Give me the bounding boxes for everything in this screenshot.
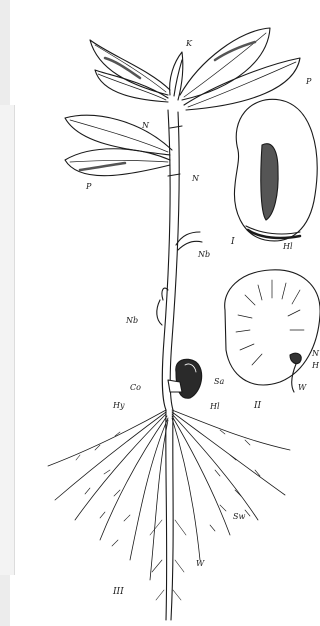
label-p-top: P [306, 78, 311, 86]
label-k: K [186, 40, 192, 48]
label-nb-upper: Nb [198, 251, 210, 259]
label-sw: Sw [233, 513, 245, 521]
label-hy: Hy [113, 402, 125, 410]
label-w-seedling: W [196, 560, 204, 568]
middle-left-leaves [65, 115, 172, 175]
label-h-seed: H [312, 362, 319, 370]
label-sa: Sa [214, 378, 224, 386]
upper-left-leaves [90, 40, 170, 102]
upper-right-leaves [180, 28, 300, 110]
label-n-lower: N [192, 175, 199, 183]
seed-figure-i [234, 99, 317, 241]
label-n-seed: N [312, 350, 319, 358]
label-hl-seedling: Hl [210, 403, 220, 411]
label-p-left: P [86, 183, 91, 191]
label-hl-seed: Hl [283, 243, 293, 251]
root-system [48, 410, 290, 600]
panel-number-i: I [231, 238, 235, 247]
seed-figure-ii [225, 270, 320, 392]
label-nb-lower: Nb [126, 317, 138, 325]
cotyledon-seed [168, 359, 202, 398]
panel-number-ii: II [254, 402, 261, 411]
label-n-upper: N [142, 122, 149, 130]
label-w-seed: W [298, 384, 306, 392]
label-co: Co [130, 384, 141, 392]
panel-number-iii: III [113, 588, 124, 597]
